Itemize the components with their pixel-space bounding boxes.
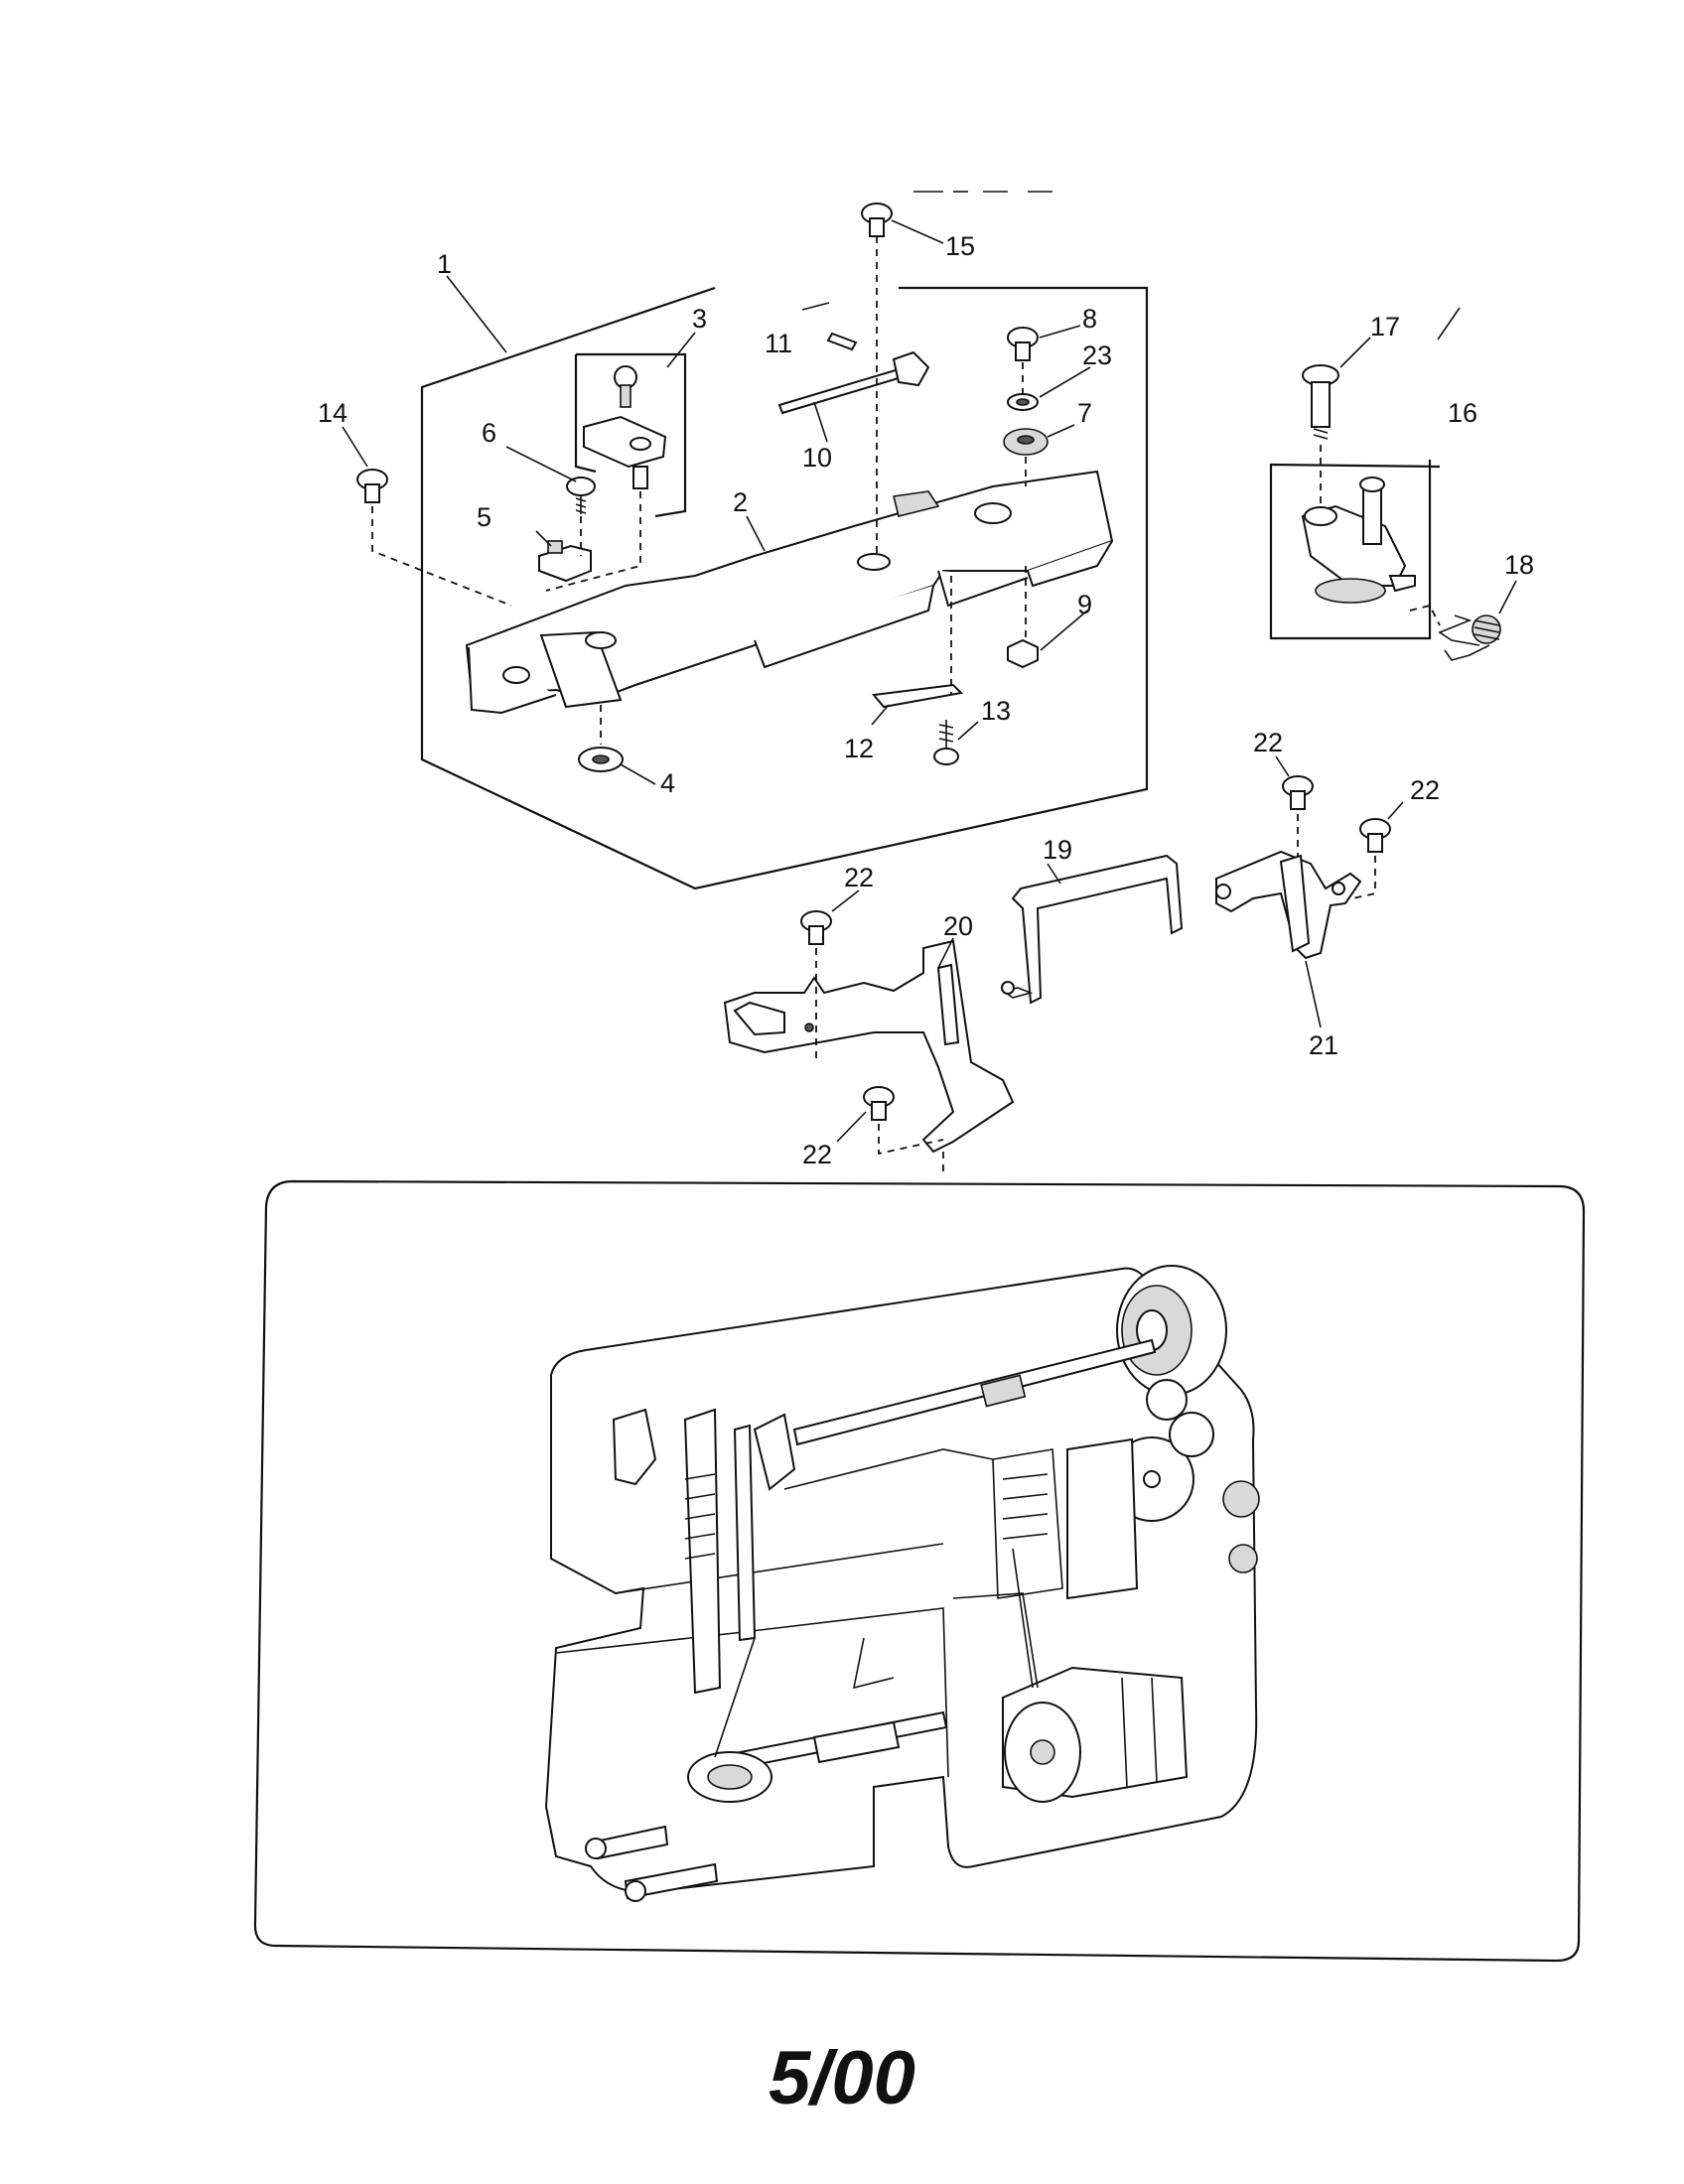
callout-8: 8	[1082, 304, 1097, 334]
callout-10: 10	[802, 443, 832, 473]
callout-19: 19	[1043, 835, 1072, 865]
screw-part-17	[1302, 364, 1339, 440]
screw-part-8	[1007, 327, 1039, 361]
screw-part-22-right	[1359, 818, 1391, 853]
page-label: 5/00	[769, 2036, 915, 2120]
screw-part-22-bottom	[863, 1086, 895, 1121]
callout-20: 20	[943, 911, 973, 941]
callout-16: 16	[1448, 398, 1477, 428]
spacer-part-7	[1003, 428, 1049, 456]
exploded-view-cover-assembly	[342, 191, 1149, 890]
pin-part-11	[826, 332, 858, 351]
screw-part-6	[566, 477, 596, 514]
callout-22-bottom: 22	[802, 1140, 832, 1169]
bracket-part-3	[574, 352, 687, 518]
callout-3: 3	[692, 304, 707, 334]
callout-6: 6	[482, 418, 496, 448]
callout-22-right: 22	[1410, 775, 1440, 805]
winder-part-16	[1301, 477, 1416, 604]
rod-part-10	[777, 350, 930, 415]
callout-13: 13	[981, 696, 1011, 726]
callout-22-top: 22	[1253, 728, 1283, 757]
callout-15: 15	[945, 231, 975, 261]
nut-part-9	[1007, 638, 1039, 669]
screw-part-13	[933, 720, 959, 765]
callout-18: 18	[1504, 550, 1534, 580]
callout-labels: 1 2 3 4 5 6 7 8 9 10 11 12 13 14 15 16 1…	[318, 231, 1534, 1169]
bracket-part-19	[1001, 854, 1184, 1005]
screw-part-22-left	[800, 910, 832, 945]
callout-22-left: 22	[844, 863, 874, 892]
callout-14: 14	[318, 398, 348, 428]
exploded-view-brackets	[723, 755, 1404, 1176]
group-outline-part-1	[420, 286, 1149, 890]
callout-9: 9	[1077, 590, 1092, 619]
cover-plate-part-2	[465, 470, 1114, 715]
callout-17: 17	[1370, 312, 1400, 341]
screw-part-14	[356, 469, 388, 503]
screw-part-22-top	[1282, 775, 1314, 810]
clip-part-5	[538, 540, 592, 583]
callout-21: 21	[1309, 1030, 1338, 1060]
screw-part-15	[861, 203, 893, 237]
callout-23: 23	[1082, 341, 1112, 370]
exploded-view-bobbin-winder	[1269, 307, 1517, 661]
callout-1: 1	[437, 249, 452, 279]
callout-11: 11	[765, 329, 792, 358]
washer-part-23	[1007, 393, 1039, 411]
plate-part-12	[872, 683, 964, 709]
bracket-part-21	[1215, 850, 1362, 960]
sewing-machine-locator-illustration	[544, 1265, 1260, 1902]
callout-12: 12	[844, 734, 874, 763]
callout-4: 4	[660, 768, 675, 798]
locator-view-panel	[253, 1179, 1586, 1963]
callout-2: 2	[733, 487, 748, 517]
spring-part-18	[1438, 614, 1501, 661]
bracket-part-20	[723, 939, 1015, 1154]
washer-part-4	[578, 747, 624, 772]
callout-7: 7	[1077, 398, 1092, 428]
callout-5: 5	[477, 502, 491, 532]
